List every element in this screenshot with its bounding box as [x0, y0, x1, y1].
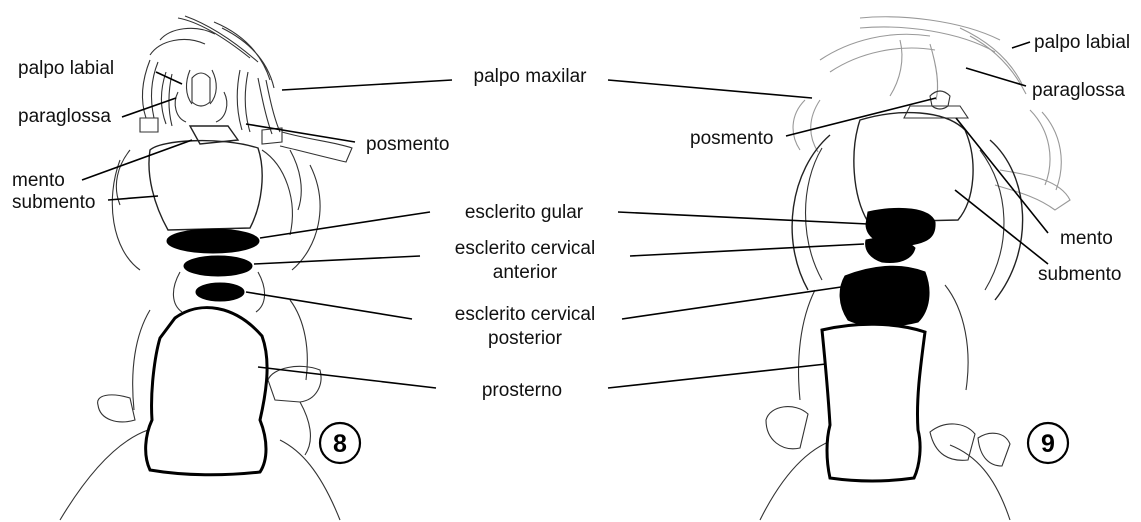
label-esclerito-cervical-posterior-2: posterior — [488, 328, 563, 349]
label-mento-9: mento — [1060, 228, 1113, 249]
anterior-cervical-sclerite-8 — [184, 256, 252, 276]
label-submento-9: submento — [1038, 264, 1121, 285]
prosternum-8 — [146, 308, 267, 475]
figure-number-9: 9 — [1028, 423, 1068, 463]
label-posmento-9: posmento — [690, 128, 773, 149]
label-esclerito-gular: esclerito gular — [465, 202, 584, 223]
posterior-cervical-sclerite-9 — [840, 266, 929, 326]
label-palpo-maxilar: palpo maxilar — [474, 66, 588, 87]
label-paraglossa-8: paraglossa — [18, 106, 111, 127]
label-esclerito-cervical-anterior-2: anterior — [493, 262, 558, 283]
figure-number-9-text: 9 — [1041, 430, 1055, 458]
gular-sclerite-8 — [167, 229, 259, 253]
label-mento-8: mento — [12, 170, 65, 191]
specimen-8-drawing — [60, 16, 352, 520]
label-posmento-8: posmento — [366, 134, 449, 155]
prosternum-9 — [822, 324, 925, 481]
label-submento-8: submento — [12, 192, 95, 213]
label-palpo-labial-8: palpo labial — [18, 58, 114, 79]
figure-number-8-text: 8 — [333, 430, 347, 458]
specimen-9-drawing — [760, 17, 1070, 520]
posterior-cervical-sclerite-8 — [196, 283, 244, 301]
figure-number-8: 8 — [320, 423, 360, 463]
label-paraglossa-9: paraglossa — [1032, 80, 1125, 101]
label-esclerito-cervical-anterior-1: esclerito cervical — [455, 238, 595, 259]
label-prosterno: prosterno — [482, 380, 562, 401]
label-palpo-labial-9: palpo labial — [1034, 32, 1130, 53]
label-esclerito-cervical-posterior-1: esclerito cervical — [455, 304, 595, 325]
